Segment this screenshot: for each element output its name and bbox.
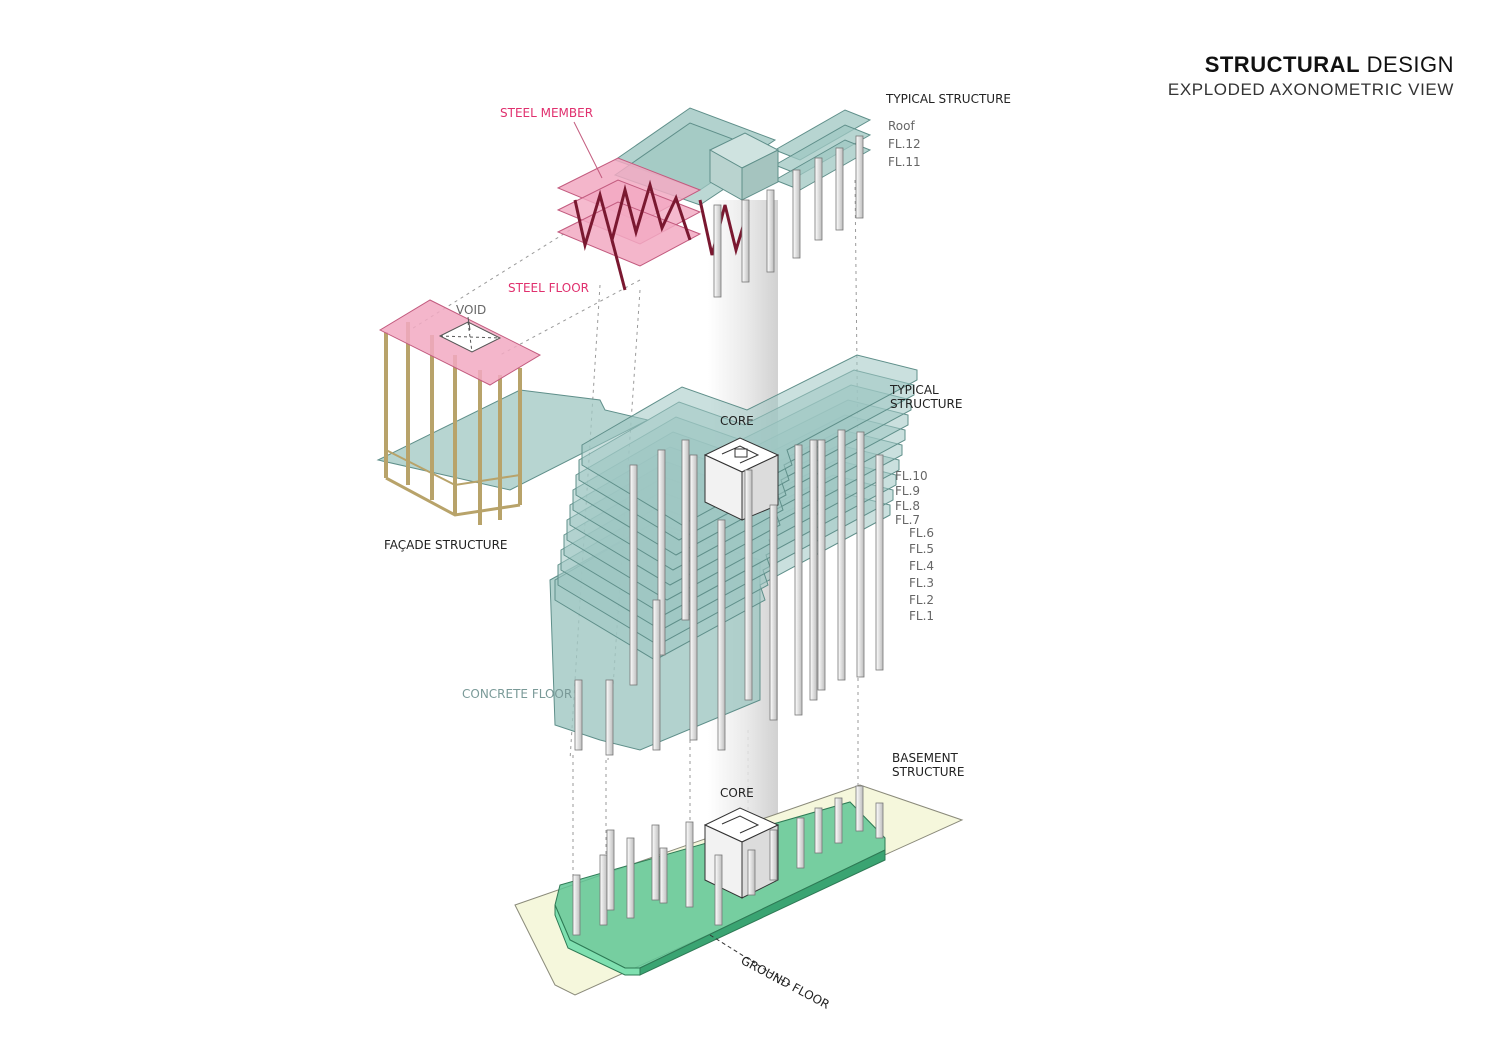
- column: [659, 847, 668, 904]
- top-typical-structure: [556, 107, 872, 298]
- floor-slab: [581, 354, 918, 526]
- title-subtitle: EXPLODED AXONOMETRIC VIEW: [1167, 80, 1454, 99]
- label-fl12: FL.12: [888, 137, 921, 151]
- label-facade-structure: FAÇADE STRUCTURE: [384, 538, 508, 552]
- label-core-bottom: CORE: [720, 786, 754, 800]
- column: [769, 504, 778, 721]
- column: [657, 449, 666, 656]
- column: [606, 829, 615, 911]
- column: [796, 817, 805, 869]
- column: [685, 821, 694, 908]
- label-floor: FL.4: [909, 559, 934, 573]
- label-void: VOID: [456, 303, 486, 317]
- label-typical-structure-top: TYPICAL STRUCTURE: [885, 92, 1011, 106]
- column: [747, 849, 756, 896]
- basement-structure: [514, 784, 964, 996]
- label-basement-1: BASEMENT: [892, 751, 959, 765]
- title-main: STRUCTURAL DESIGN: [1168, 52, 1454, 78]
- basement-columns: [572, 785, 884, 936]
- column: [651, 824, 660, 901]
- label-steel-member: STEEL MEMBER: [500, 106, 593, 120]
- title-rest: DESIGN: [1366, 52, 1454, 77]
- label-typical-structure-mid-2: STRUCTURE: [890, 397, 962, 411]
- column: [572, 874, 581, 936]
- label-concrete-floor: CONCRETE FLOOR: [462, 687, 572, 701]
- label-floor: FL.5: [909, 542, 934, 556]
- label-floor: FL.7: [895, 513, 920, 527]
- column: [769, 829, 778, 881]
- facade-structure: [376, 299, 650, 525]
- label-ground-floor: GROUND FLOOR: [739, 953, 832, 1012]
- column: [574, 679, 583, 751]
- middle-columns: [574, 429, 884, 756]
- column: [817, 439, 826, 691]
- top-columns: [713, 135, 864, 298]
- label-floor: FL.2: [909, 593, 934, 607]
- column: [626, 837, 635, 919]
- column: [814, 807, 823, 854]
- column: [652, 599, 661, 751]
- label-steel-floor: STEEL FLOOR: [508, 281, 589, 295]
- column: [717, 519, 726, 751]
- label-floor: FL.9: [895, 484, 920, 498]
- label-roof: Roof: [888, 119, 915, 133]
- drawing-title: STRUCTURAL DESIGN EXPLODED AXONOMETRIC V…: [1168, 52, 1454, 100]
- label-floor: FL.3: [909, 576, 934, 590]
- column: [834, 797, 843, 844]
- core-top-block: [703, 437, 780, 521]
- column: [681, 439, 690, 621]
- column: [875, 454, 884, 671]
- column: [855, 785, 864, 832]
- label-floor: FL.8: [895, 499, 920, 513]
- column: [689, 454, 698, 741]
- column: [714, 854, 723, 926]
- label-typical-structure-mid-1: TYPICAL: [889, 383, 939, 397]
- label-core-top: CORE: [720, 414, 754, 428]
- label-basement-2: STRUCTURE: [892, 765, 964, 779]
- column: [809, 439, 818, 701]
- column: [856, 431, 865, 678]
- column: [629, 464, 638, 686]
- middle-typical-structure: [549, 354, 918, 756]
- floor-labels: FL.10FL.9FL.8FL.7FL.6FL.5FL.4FL.3FL.2FL.…: [895, 469, 934, 623]
- title-bold: STRUCTURAL: [1204, 52, 1361, 77]
- label-floor: FL.1: [909, 609, 934, 623]
- column: [837, 429, 846, 681]
- column: [605, 679, 614, 756]
- column: [875, 802, 884, 839]
- label-floor: FL.6: [909, 526, 934, 540]
- column: [599, 854, 608, 926]
- column: [794, 444, 803, 716]
- label-fl11: FL.11: [888, 155, 921, 169]
- label-floor: FL.10: [895, 469, 928, 483]
- column: [744, 469, 753, 701]
